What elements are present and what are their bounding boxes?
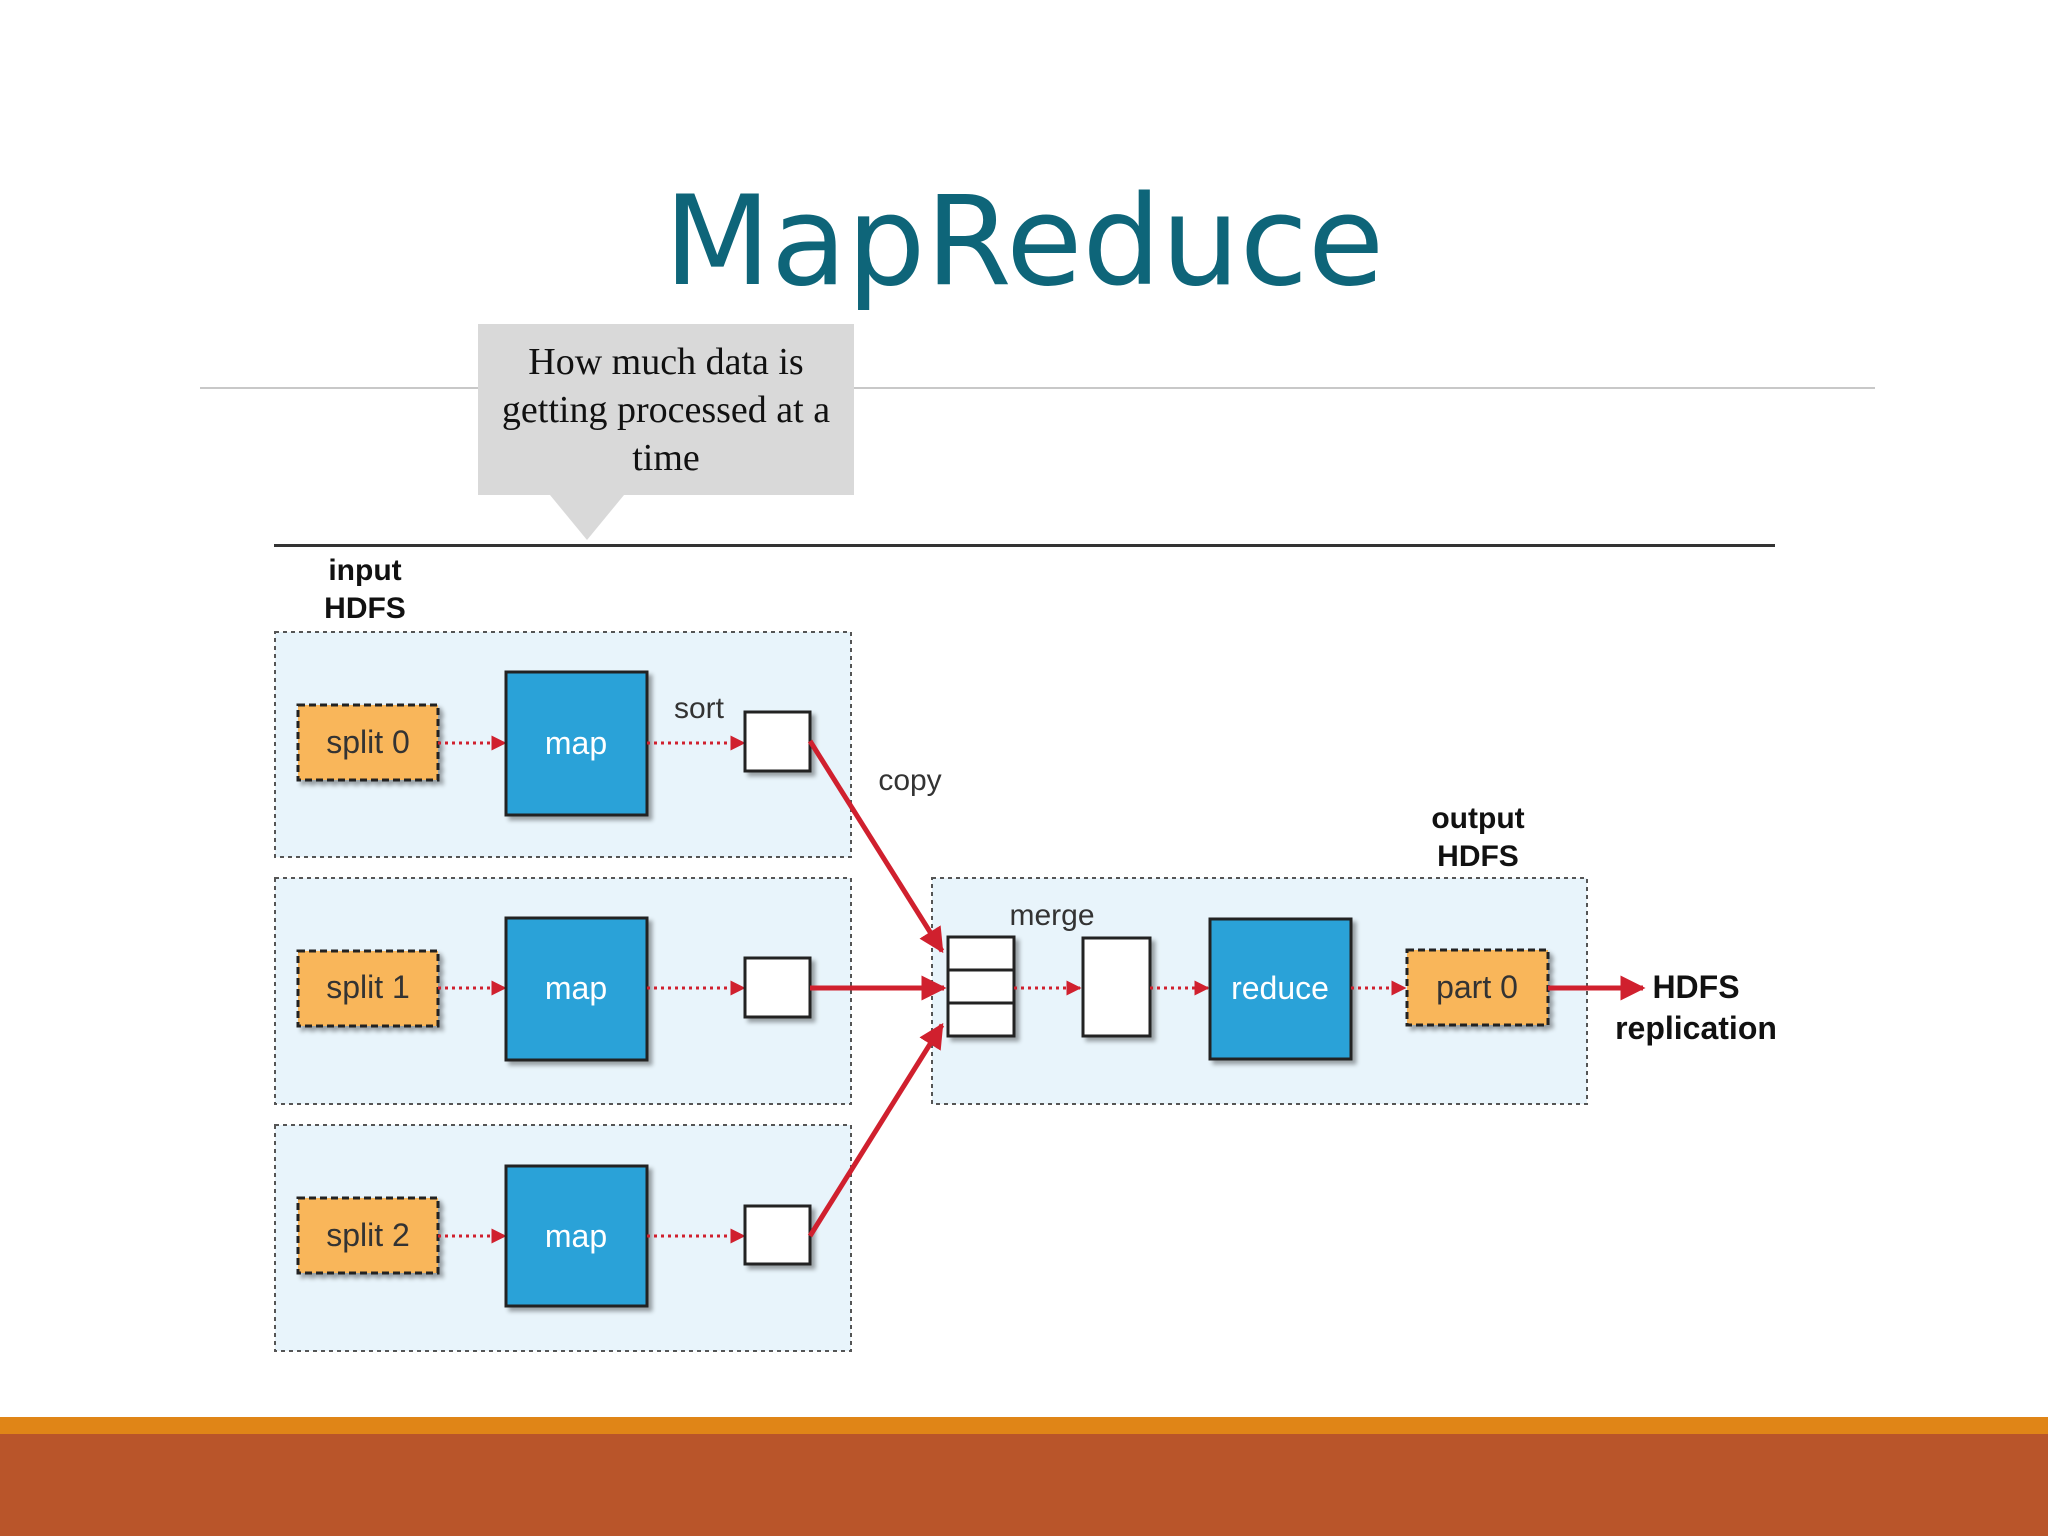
map-box-1 bbox=[504, 916, 649, 1062]
input-hdfs-label-line1: input bbox=[328, 554, 401, 587]
sort-label: sort bbox=[674, 692, 725, 725]
sorted-output-box-1 bbox=[743, 956, 812, 1019]
replication-label-line2: replication bbox=[1615, 1010, 1777, 1046]
map-label-0: map bbox=[545, 725, 607, 761]
split-label-0: split 0 bbox=[326, 724, 410, 760]
sorted-output-box-0 bbox=[743, 710, 812, 773]
map-label-1: map bbox=[545, 970, 607, 1006]
slide-title: MapReduce bbox=[663, 170, 1385, 314]
callout-pointer bbox=[550, 495, 624, 540]
map-box-0 bbox=[504, 670, 649, 817]
diagram-top-rule bbox=[274, 544, 1775, 547]
sorted-output-box-2 bbox=[743, 1204, 812, 1266]
split-label-2: split 2 bbox=[326, 1217, 410, 1253]
split-box-1 bbox=[296, 949, 440, 1028]
callout-text: How much data is getting processed at a … bbox=[501, 341, 831, 479]
reduce-label: reduce bbox=[1231, 970, 1329, 1006]
reduce-box bbox=[1208, 917, 1353, 1061]
map-box-2 bbox=[504, 1164, 649, 1308]
merged-box bbox=[1081, 936, 1152, 1038]
footer-accent-stripe bbox=[0, 1417, 2048, 1434]
output-hdfs-label-line2: HDFS bbox=[1437, 840, 1519, 873]
split-label-1: split 1 bbox=[326, 969, 410, 1005]
callout-box: How much data is getting processed at a … bbox=[478, 324, 854, 495]
copy-arrow-2 bbox=[807, 1022, 945, 1238]
merge-input-stack bbox=[946, 935, 1016, 1038]
part-label: part 0 bbox=[1436, 969, 1518, 1005]
merge-label: merge bbox=[1009, 899, 1094, 932]
input-hdfs-label-line2: HDFS bbox=[324, 592, 406, 625]
output-hdfs-label-line1: output bbox=[1431, 802, 1524, 835]
replication-label-line1: HDFS bbox=[1652, 969, 1739, 1005]
copy-label: copy bbox=[878, 764, 941, 797]
footer-band bbox=[0, 1434, 2048, 1536]
copy-arrow-0 bbox=[807, 739, 945, 954]
title-divider bbox=[200, 387, 1875, 389]
map-label-2: map bbox=[545, 1218, 607, 1254]
